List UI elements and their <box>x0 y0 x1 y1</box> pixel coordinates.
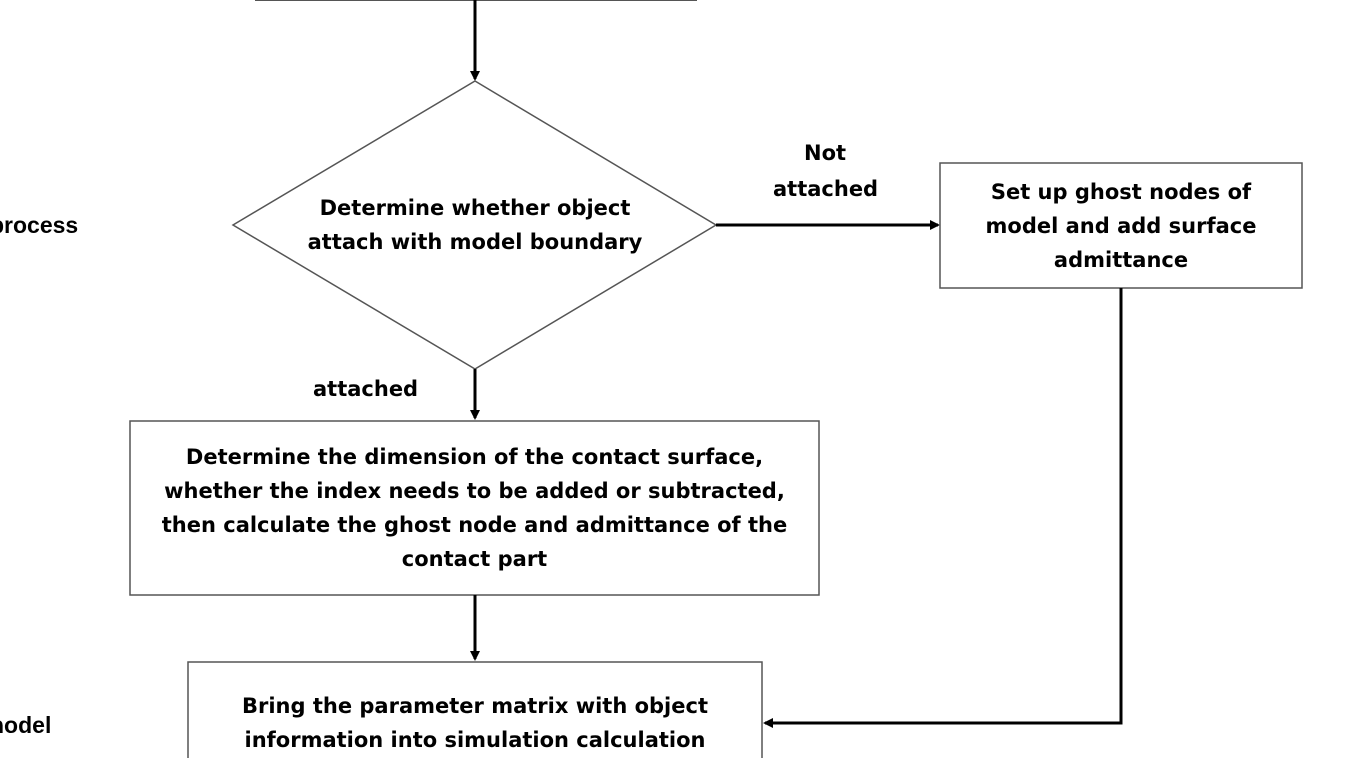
decision-line-2: attach with model boundary <box>307 230 643 254</box>
simulation-line-1: Bring the parameter matrix with object <box>242 694 708 718</box>
decision-line-1: Determine whether object <box>319 196 631 220</box>
edge-label-attached-right: attached <box>773 177 879 201</box>
side-label-model: nodel <box>0 712 52 738</box>
ghost-line-2: model and add surface <box>985 214 1257 238</box>
edge-label-not: Not <box>804 141 847 165</box>
contact-box-text: Determine the dimension of the contact s… <box>131 437 818 579</box>
simulation-box <box>187 661 763 758</box>
simulation-box-text: Bring the parameter matrix with object i… <box>189 689 761 757</box>
contact-line-4: contact part <box>401 547 548 571</box>
contact-line-1: Determine the dimension of the contact s… <box>185 445 764 469</box>
edge-label-attached-down: attached <box>313 377 419 401</box>
ghost-box-text: Set up ghost nodes of model and add surf… <box>941 172 1301 280</box>
contact-line-2: whether the index needs to be added or s… <box>164 479 785 503</box>
decision-text: Determine whether object attach with mod… <box>273 188 677 262</box>
ghost-nodes-box <box>939 162 1303 289</box>
contact-line-3: then calculate the ghost node and admitt… <box>161 513 788 537</box>
side-label-process: process <box>0 212 79 238</box>
ghost-line-3: admittance <box>1053 248 1189 272</box>
simulation-line-2: information into simulation calculation <box>244 728 706 752</box>
contact-surface-box <box>129 420 820 596</box>
arrow-ghost-to-bring <box>763 288 1123 728</box>
ghost-line-1: Set up ghost nodes of <box>990 180 1252 204</box>
